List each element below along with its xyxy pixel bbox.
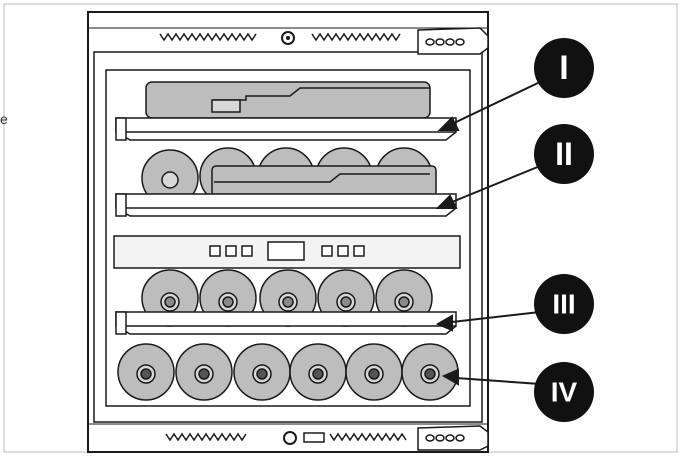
bottom-slot-icon [303, 432, 325, 443]
bottom-knob-icon [283, 431, 297, 445]
leader-lines [435, 81, 541, 386]
panel-button [209, 245, 221, 257]
shelf-4-bottles [117, 343, 459, 401]
top-knob-center [286, 36, 290, 40]
bottle-neck [211, 99, 241, 113]
shelf-2 [115, 193, 457, 217]
panel-button [321, 245, 333, 257]
cabinet-outer [87, 11, 489, 453]
lying-bottle [211, 165, 437, 197]
control-panel [113, 235, 461, 269]
panel-button [241, 245, 253, 257]
panel-display [267, 241, 305, 261]
cabinet [87, 11, 489, 453]
shelf-3 [115, 311, 457, 335]
callout-2-label: II [555, 136, 573, 172]
panel-button [225, 245, 237, 257]
callout-1-label: I [559, 49, 568, 87]
top-knob-icon [281, 31, 295, 45]
shelf-1-bottles [145, 81, 431, 119]
top-hinge-icon [417, 27, 489, 55]
panel-button [337, 245, 349, 257]
callout-4: IV [534, 362, 594, 422]
callout-3: III [534, 274, 594, 334]
callout-3-label: III [552, 289, 575, 320]
shelf-2-bottles [141, 147, 437, 207]
top-vent [159, 32, 401, 42]
callout-4-label: IV [551, 377, 578, 408]
shelf-1 [115, 117, 457, 141]
bottom-vent [165, 432, 407, 442]
bottom-hinge-icon [417, 425, 489, 451]
callout-1: I [534, 38, 594, 98]
callout-2: II [534, 124, 594, 184]
cabinet-interior [105, 69, 471, 407]
panel-button [353, 245, 365, 257]
edge-text-fragment: e [0, 111, 8, 127]
cabinet-door-frame [93, 51, 483, 423]
